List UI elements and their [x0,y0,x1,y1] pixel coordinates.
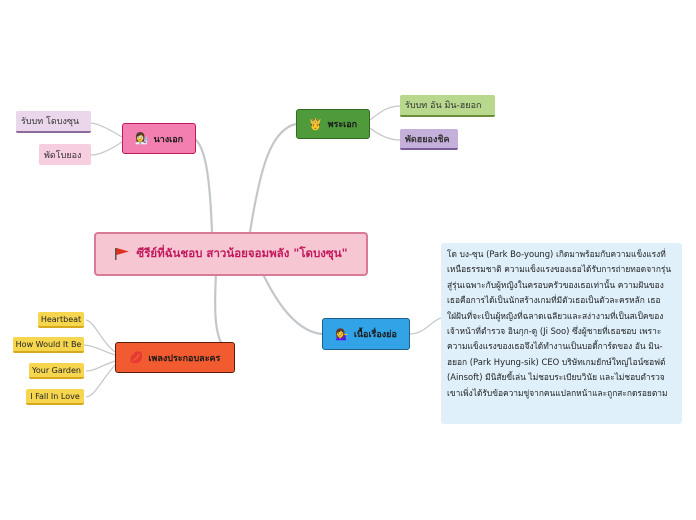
story-topic[interactable]: 💁‍♀️ เนื้อเรื่องย่อ [322,318,410,350]
song-item-3[interactable]: Your Garden [29,363,84,379]
root-topic[interactable]: ซีรีย์ที่ฉันชอบ สาวน้อยจอมพลัง "โดบงซุน" [94,232,368,276]
story-label: เนื้อเรื่องย่อ [353,330,397,340]
story-description: โด บง-ซุน (Park Bo-young) เกิดมาพร้อมกับ… [441,243,682,424]
root-title: ซีรีย์ที่ฉันชอบ สาวน้อยจอมพลัง "โดบงซุน" [136,246,348,260]
hero-label: พระเอก [327,120,358,130]
songs-label: เพลงประกอบละคร [148,353,221,364]
heroine-label: นางเอก [153,134,184,145]
link-root-heroine [194,138,214,234]
link-story-desc [409,317,442,335]
link-songs-2 [83,344,116,356]
heroine-actor-text: พัดโบยอง [44,150,82,161]
woman-emoji-icon: 👩‍🔬 [134,132,149,145]
hero-role-text: รับบท อัน มิน-ฮยอก [405,101,482,111]
red-flag-icon [115,248,130,260]
link-songs-1 [85,319,116,353]
hero-actor-leaf[interactable]: พัดฮยองชิค [400,129,458,150]
link-songs-3 [85,360,116,372]
heroine-role-leaf[interactable]: รับบท โดบงซุน [16,111,91,133]
lips-emoji-icon: 💋 [129,351,144,364]
link-root-hero [248,122,298,234]
hero-actor-text: พัดฮยองชิค [405,134,450,145]
song-item-1-text: Heartbeat [40,314,82,324]
link-heroine-role [90,122,123,138]
song-item-1[interactable]: Heartbeat [38,312,84,328]
man-emoji-icon: 🤴 [308,117,323,131]
heroine-role-text: รับบท โดบงซุน [21,117,80,127]
link-root-story [260,270,324,336]
link-hero-role [369,105,401,121]
woman-tipping-hand-emoji-icon: 💁‍♀️ [335,327,349,341]
link-hero-actor [369,127,401,141]
heroine-actor-leaf[interactable]: พัดโบยอง [39,144,91,165]
heroine-topic[interactable]: 👩‍🔬 นางเอก [122,123,196,154]
song-item-2[interactable]: How Would It Be [13,337,84,353]
song-item-4[interactable]: I Fall In Love [26,389,84,405]
song-item-3-text: Your Garden [32,365,81,375]
link-songs-4 [85,364,116,398]
hero-topic[interactable]: 🤴 พระเอก [296,109,370,139]
song-item-4-text: I Fall In Love [30,391,80,401]
songs-topic[interactable]: 💋 เพลงประกอบละคร [115,342,235,373]
hero-role-leaf[interactable]: รับบท อัน มิน-ฮยอก [400,95,495,117]
song-item-2-text: How Would It Be [15,339,82,349]
link-heroine-actor [90,141,123,156]
